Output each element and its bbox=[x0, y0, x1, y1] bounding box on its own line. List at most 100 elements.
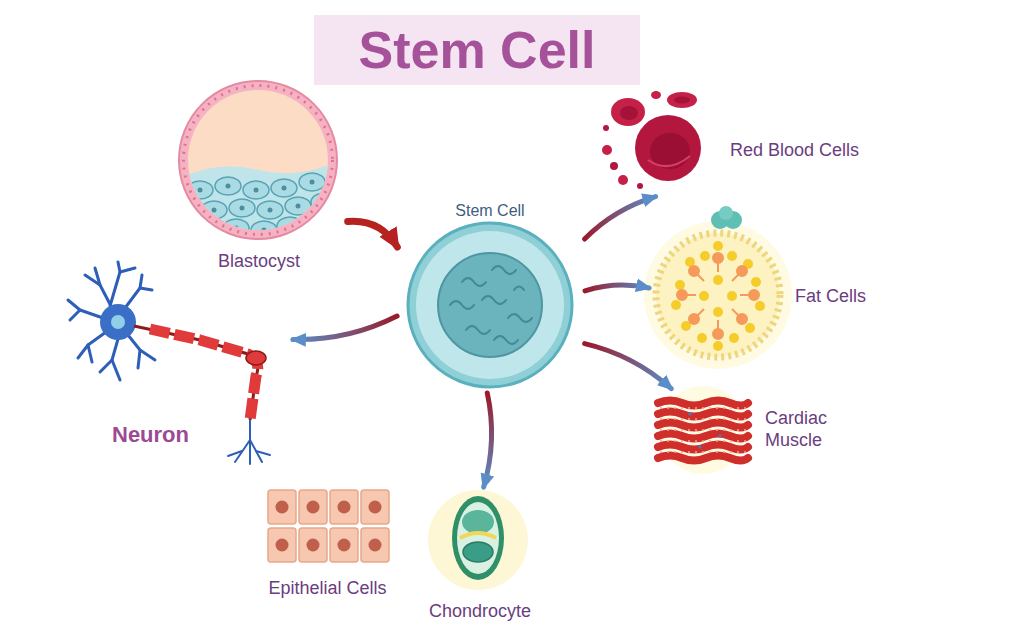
cell-label: Neuron bbox=[112, 424, 222, 446]
blastocyst-drawing bbox=[184, 86, 333, 235]
red-blood-cells-drawing bbox=[618, 175, 628, 185]
epithelial-cells-drawing bbox=[276, 501, 289, 514]
differentiation-arrow bbox=[585, 344, 672, 389]
cardiac-muscle-drawing bbox=[658, 434, 748, 439]
epithelial-cells-drawing bbox=[338, 539, 351, 552]
epithelial-cells-drawing bbox=[268, 528, 296, 562]
chondrocyte-drawing bbox=[457, 502, 499, 574]
cardiac-muscle-drawing bbox=[660, 429, 746, 431]
neuron-node: Neuron bbox=[60, 262, 290, 470]
fat-cells-drawing bbox=[745, 323, 755, 333]
red-blood-cells-drawing bbox=[667, 92, 697, 108]
chondrocyte-drawing bbox=[428, 490, 528, 590]
epithelial-cells-drawing bbox=[307, 539, 320, 552]
red-blood-cells-drawing bbox=[611, 98, 645, 126]
red-blood-cells-drawing bbox=[635, 115, 701, 181]
red-blood-cells-drawing bbox=[602, 91, 701, 189]
fat-cells-drawing bbox=[727, 291, 737, 301]
chondrocyte-drawing bbox=[428, 490, 528, 590]
neuron-drawing bbox=[246, 351, 266, 365]
cardiac-muscle-drawing bbox=[688, 412, 692, 416]
fat-cells-drawing bbox=[755, 301, 765, 311]
cardiac-muscle-drawing bbox=[660, 440, 746, 442]
fat-cells-drawing bbox=[677, 253, 759, 339]
cell-label: Fat Cells bbox=[795, 285, 890, 307]
fat-cells-drawing bbox=[737, 314, 747, 324]
stem-cell-drawing bbox=[416, 231, 564, 379]
epithelial-cells-drawing bbox=[276, 539, 289, 552]
fat-cells-drawing bbox=[713, 329, 723, 339]
cardiac-muscle-drawing bbox=[658, 456, 748, 461]
blastocyst-drawing bbox=[322, 200, 327, 205]
stem-cell-drawing bbox=[408, 223, 572, 387]
neuron-drawing bbox=[134, 326, 258, 420]
cell-label: Cardiac Muscle bbox=[765, 407, 850, 451]
chondrocyte-drawing bbox=[462, 510, 494, 534]
fat-cells-drawing bbox=[644, 221, 792, 369]
epithelial-cells-drawing bbox=[268, 490, 389, 562]
fat-cells-drawing bbox=[689, 314, 699, 324]
epithelial-cells-drawing bbox=[276, 501, 382, 552]
stem-cell-drawing bbox=[508, 314, 532, 322]
fat-cells-drawing bbox=[671, 300, 681, 310]
blastocyst-drawing bbox=[180, 160, 340, 240]
fat-cells-drawing bbox=[729, 333, 739, 343]
cardiac-muscle-drawing bbox=[688, 412, 722, 449]
cardiac-muscle-drawing bbox=[660, 418, 746, 420]
blastocyst-drawing bbox=[262, 228, 267, 233]
cardiac-muscle-drawing bbox=[658, 401, 748, 406]
blastocyst-drawing bbox=[215, 177, 241, 195]
cell-label: Stem Cell bbox=[400, 200, 580, 222]
blastocyst-drawing bbox=[277, 217, 303, 235]
red-blood-cells-drawing bbox=[674, 97, 690, 104]
fat-cells-drawing bbox=[671, 241, 765, 351]
blastocyst-drawing bbox=[251, 221, 277, 239]
blastocyst-drawing bbox=[254, 188, 259, 193]
fat-cells-drawing bbox=[677, 290, 687, 300]
fat-cells-drawing bbox=[719, 206, 733, 220]
blastocyst-drawing bbox=[288, 224, 293, 229]
red-blood-cells-drawing bbox=[603, 125, 609, 131]
fat-cells-drawing bbox=[713, 275, 723, 285]
epithelial-cells-drawing bbox=[268, 490, 296, 524]
neuron-drawing bbox=[68, 262, 270, 464]
neuron-drawing bbox=[95, 268, 100, 285]
fat-cells-drawing bbox=[689, 266, 699, 276]
cardiac-muscle-drawing bbox=[718, 434, 722, 438]
chondrocyte-drawing bbox=[463, 542, 493, 562]
neuron-drawing bbox=[100, 304, 136, 340]
neuron-drawing bbox=[100, 360, 112, 372]
blastocyst-drawing bbox=[198, 188, 203, 193]
epithelial-cells-drawing bbox=[299, 490, 327, 524]
blastocyst-drawing bbox=[311, 193, 337, 211]
chondrocyte-drawing bbox=[460, 533, 496, 538]
red-blood-cells-drawing bbox=[651, 91, 661, 99]
fat-cells-drawing bbox=[644, 206, 792, 369]
neuron-drawing bbox=[140, 275, 142, 288]
chondrocyte-drawing bbox=[452, 496, 504, 580]
red-blood-cells-drawing bbox=[648, 156, 690, 166]
differentiation-arrow bbox=[293, 316, 397, 339]
stem-cell-drawing bbox=[408, 223, 572, 387]
fat-cells-drawing bbox=[699, 291, 709, 301]
neuron-drawing bbox=[249, 420, 251, 440]
cell-label: Epithelial Cells bbox=[250, 577, 405, 599]
cell-label: Blastocyst bbox=[175, 250, 343, 272]
epithelial-cells-drawing bbox=[361, 490, 389, 524]
neuron-drawing bbox=[125, 288, 152, 308]
stem-cell-node: Stem Cell bbox=[400, 200, 582, 390]
stem-cell-drawing bbox=[494, 336, 518, 344]
neuron-drawing bbox=[256, 451, 270, 455]
fat-cells-drawing bbox=[697, 333, 707, 343]
neuron-drawing bbox=[249, 440, 251, 464]
cardiac-muscle-node: Cardiac Muscle bbox=[650, 390, 852, 470]
epithelial-cells-drawing bbox=[330, 490, 358, 524]
red-blood-cells-drawing bbox=[637, 183, 643, 189]
blastocyst-drawing bbox=[180, 160, 340, 240]
cardiac-muscle-drawing bbox=[658, 401, 748, 461]
epithelial-cells-drawing bbox=[268, 490, 389, 562]
epithelial-cells-drawing bbox=[369, 501, 382, 514]
differentiation-arrow bbox=[585, 197, 656, 239]
cardiac-muscle-drawing bbox=[659, 386, 747, 474]
